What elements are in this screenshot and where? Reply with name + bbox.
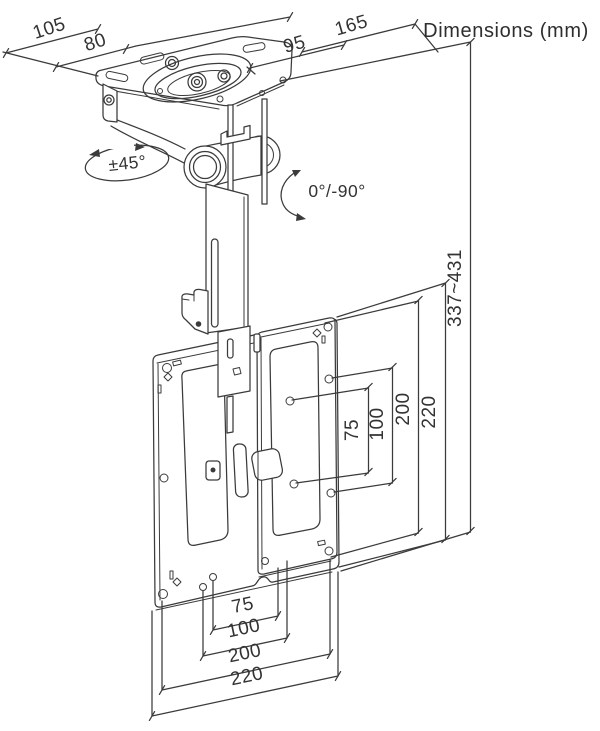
plate-slots <box>105 42 287 103</box>
ceiling-bracket <box>102 83 187 165</box>
dim-label-80: 80 <box>82 29 110 56</box>
tilt-arrow-up-icon <box>292 170 301 177</box>
tilt-angle-indicator: 0°/-90° <box>280 170 365 221</box>
dim-overall-height: 337~431 <box>279 37 475 572</box>
swivel-angle-indicator: ±45° <box>84 140 170 182</box>
dim-top-165: 165 <box>298 11 439 58</box>
dim-label-right-75: 75 <box>342 419 363 441</box>
ceiling-plate <box>95 36 293 110</box>
extension-arm <box>205 183 249 334</box>
dim-bottom-75: 75 <box>209 567 282 636</box>
arm-slot <box>210 238 219 328</box>
dim-right-100: 100 <box>331 362 397 493</box>
swivel-tilt-joint <box>183 98 281 205</box>
dim-label-bottom-75: 75 <box>230 593 256 618</box>
dim-right-200: 200 <box>324 295 423 558</box>
swivel-arrow-left-icon <box>89 149 100 157</box>
dim-label-right-200: 200 <box>393 392 414 425</box>
tilt-arrow-down-icon <box>296 213 306 221</box>
overlay-holes <box>285 322 334 556</box>
folding-hook-bracket <box>181 288 209 335</box>
swivel-angle-label: ±45° <box>107 151 147 175</box>
dim-top-105: 105 <box>2 14 102 77</box>
dim-label-bottom-220: 220 <box>228 663 265 690</box>
dim-label-105: 105 <box>30 14 68 44</box>
dim-label-bottom-100: 100 <box>225 615 262 642</box>
dim-label-95: 95 <box>281 32 308 58</box>
dim-label-right-220: 220 <box>419 395 440 428</box>
center-slot <box>232 443 249 498</box>
dim-right-75: 75 <box>291 382 373 484</box>
dim-right-220: 220 <box>336 278 450 568</box>
right-cutout <box>269 341 321 536</box>
stamped-marks <box>157 359 182 587</box>
swivel-arrow-right-icon <box>135 143 145 151</box>
arm-lower-section <box>205 325 251 481</box>
hook-tab <box>251 448 284 481</box>
dimensions-unit-label: Dimensions (mm) <box>423 20 589 42</box>
dim-label-height-range: 337~431 <box>445 249 466 327</box>
mounting-bolts <box>164 55 231 92</box>
plate-opening <box>142 53 252 103</box>
vesa-adapter-plate <box>251 317 338 578</box>
dim-label-right-100: 100 <box>367 407 388 440</box>
tilt-angle-label: 0°/-90° <box>308 181 365 201</box>
